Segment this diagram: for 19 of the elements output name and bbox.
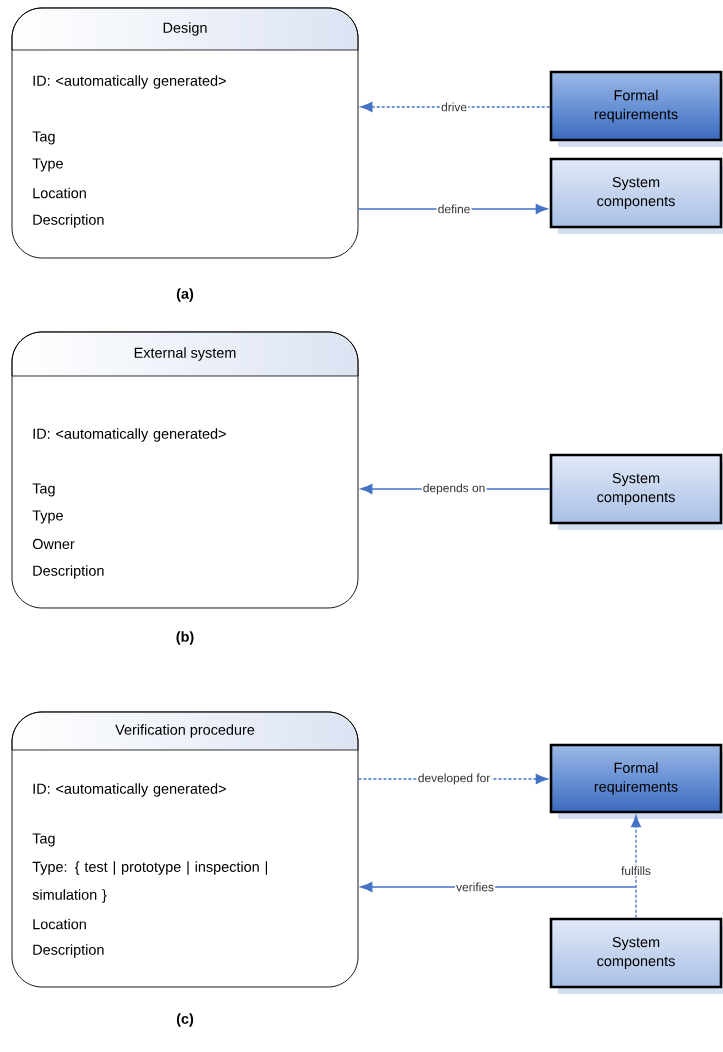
edge-label: depends on [421, 482, 487, 496]
edge-label: drive [439, 101, 469, 113]
entity-box: External system ID: <automatically generated> Tag Type Owner Description [11, 331, 359, 609]
panel-label: (c) [176, 1013, 194, 1027]
edge-label: verifies [454, 881, 496, 893]
arrow [631, 815, 641, 919]
entity-box: Verification procedure ID: <automatically generated> Tag Type: { test | prototype | inspection | simulation } Location Description [11, 711, 359, 988]
component-block: System components [549, 917, 723, 994]
edge-label: fulfills [619, 865, 653, 877]
arrow [360, 102, 551, 112]
edge-label: define [436, 203, 472, 215]
component-block: System components [549, 453, 723, 530]
panel-label: (b) [176, 631, 194, 645]
entity-box: Design ID: <automatically generated> Tag Type Location Description [11, 7, 359, 259]
panel-label: (a) [176, 288, 194, 302]
component-block: Formal requirements [549, 743, 723, 819]
component-block: System components [549, 157, 723, 234]
edge-label: developed for [416, 772, 492, 786]
component-block: Formal requirements [549, 70, 723, 147]
